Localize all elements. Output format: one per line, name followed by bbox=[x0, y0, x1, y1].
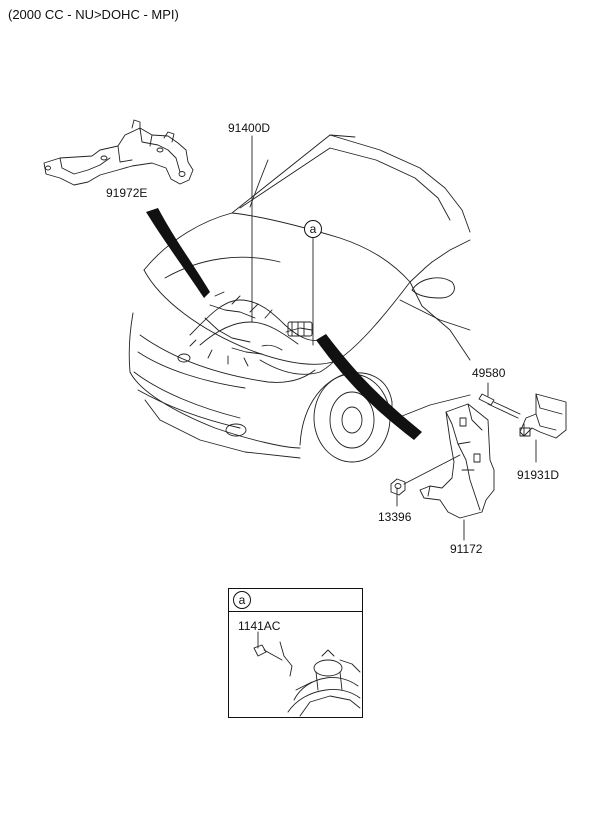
leader-lines bbox=[251, 135, 537, 649]
part-label-1141ac[interactable]: 1141AC bbox=[238, 619, 281, 633]
bracket-91972e-illustration bbox=[43, 119, 194, 186]
vehicle-illustration bbox=[128, 134, 471, 463]
nut-13396-illustration bbox=[390, 454, 461, 496]
pointer-stripes bbox=[146, 208, 422, 440]
part-label-91172[interactable]: 91172 bbox=[450, 542, 483, 556]
part-label-91400d[interactable]: 91400D bbox=[228, 121, 271, 135]
part-label-91972e[interactable]: 91972E bbox=[106, 186, 148, 200]
inset-detail-box: a bbox=[228, 588, 363, 718]
inset-marker: a bbox=[233, 591, 251, 609]
inset-header: a bbox=[229, 589, 362, 612]
part-label-49580[interactable]: 49580 bbox=[472, 366, 506, 380]
part-label-13396[interactable]: 13396 bbox=[378, 510, 412, 524]
engine-harness-illustration bbox=[189, 291, 319, 367]
bracket-91931d-illustration bbox=[519, 393, 567, 439]
bolt-49580-illustration bbox=[478, 393, 521, 419]
inset-detail-illustration bbox=[253, 641, 361, 717]
part-label-91931d[interactable]: 91931D bbox=[517, 468, 560, 482]
engine-spec-label: (2000 CC - NU>DOHC - MPI) bbox=[8, 7, 179, 22]
detail-callout-marker[interactable]: a bbox=[304, 220, 322, 238]
bracket-91172-illustration bbox=[419, 403, 495, 519]
